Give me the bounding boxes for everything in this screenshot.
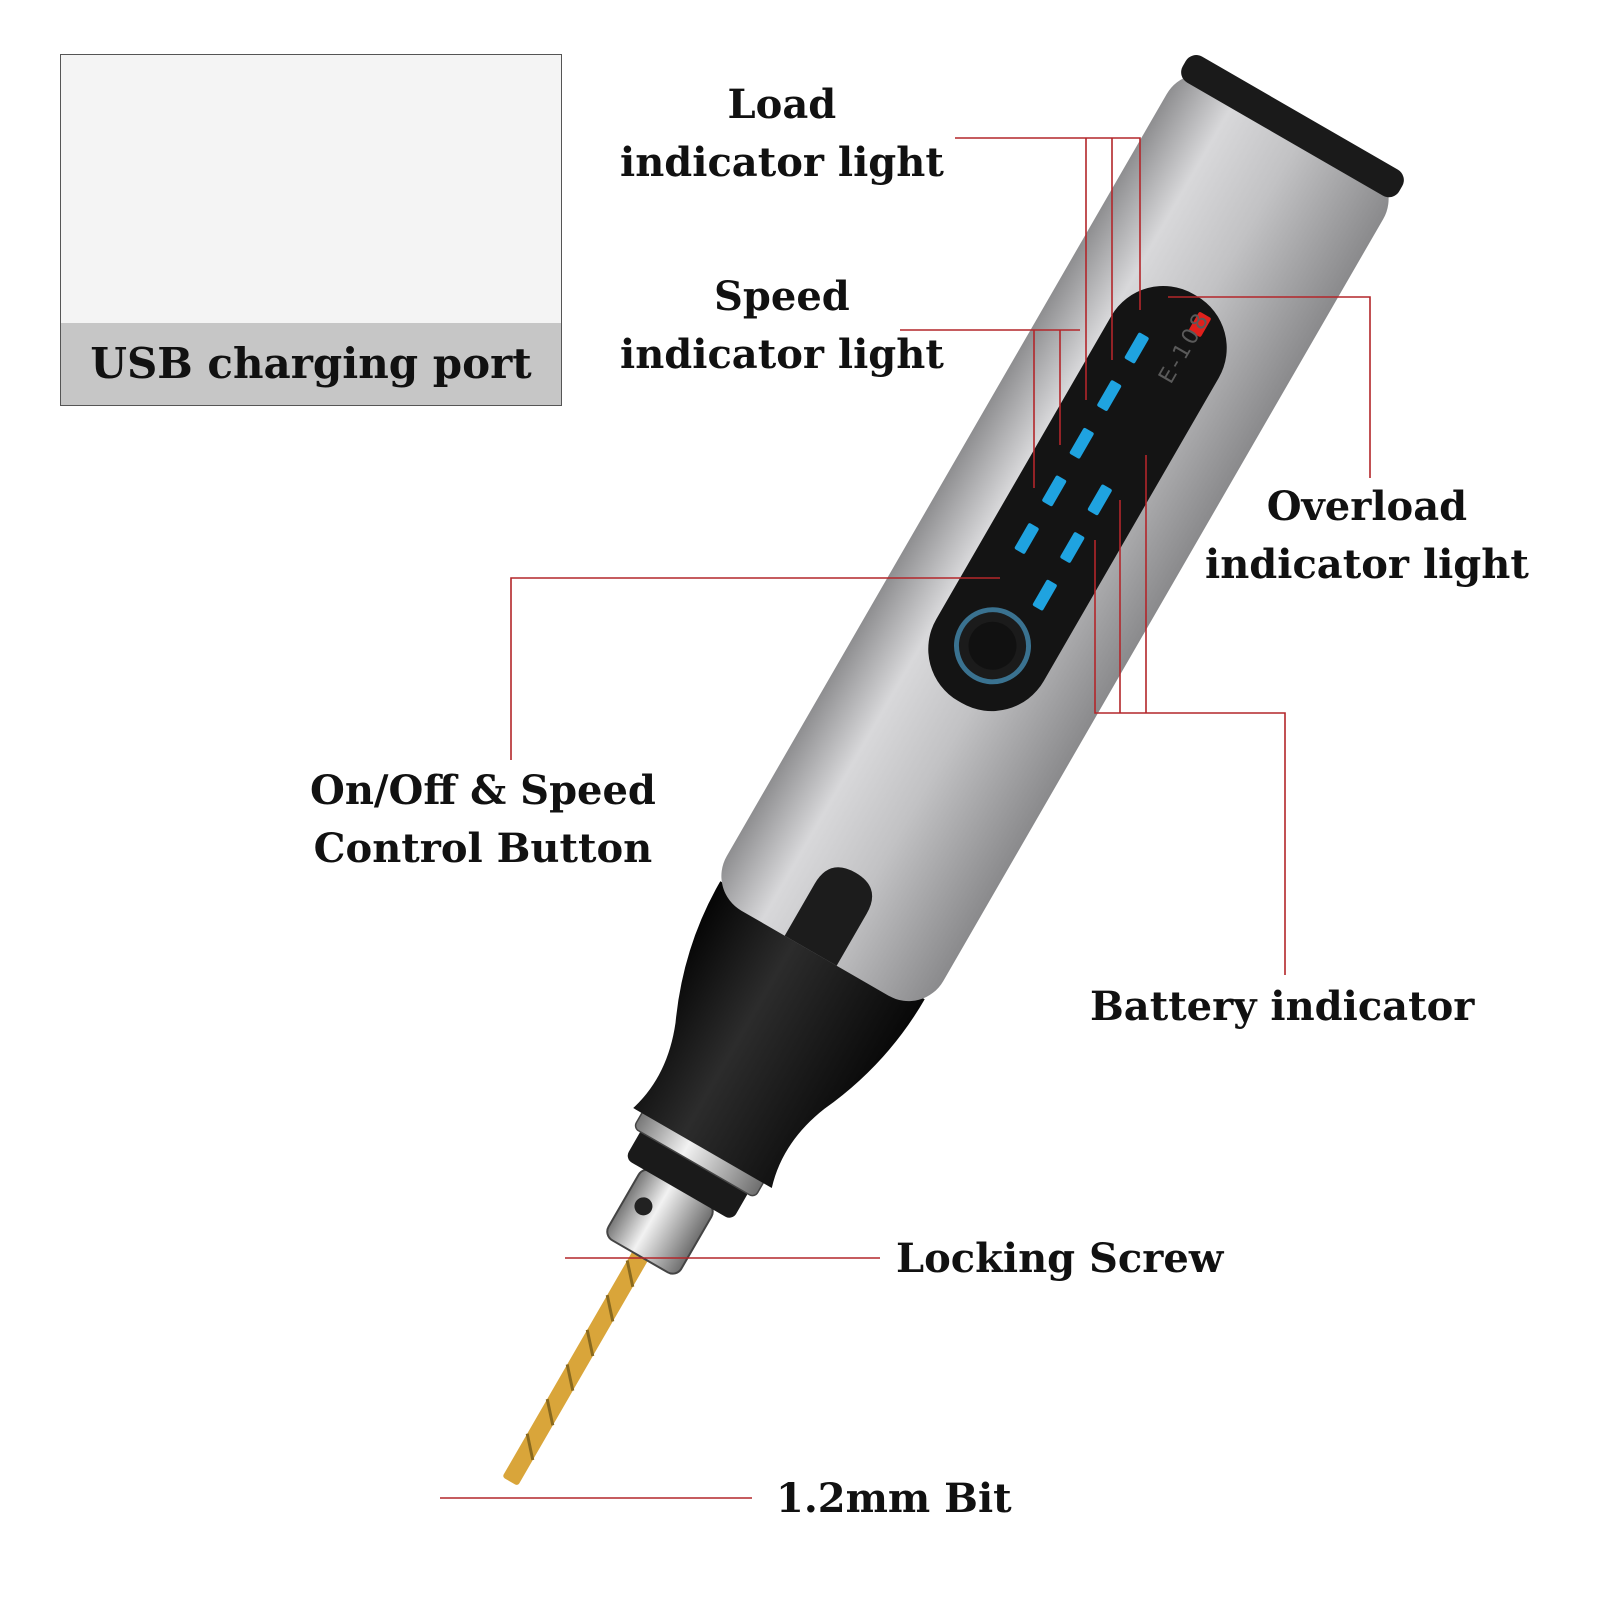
bit-label: 1.2mm Bit	[776, 1475, 1012, 1522]
overload-led	[1189, 312, 1211, 337]
battery-leds	[1032, 484, 1112, 611]
usb-port-caption: USB charging port	[61, 323, 561, 405]
callout-lines	[440, 137, 1371, 1499]
locking-screw	[634, 1197, 653, 1216]
drill-bit	[503, 1244, 652, 1485]
locking-screw-label: Locking Screw	[896, 1235, 1224, 1282]
usb-port-inset: USB charging port	[60, 54, 562, 406]
battery-indicator-label: Battery indicator	[1090, 983, 1475, 1030]
control-panel	[928, 285, 1227, 712]
speed-leds	[1014, 332, 1149, 554]
load-indicator-label: Load indicator light	[620, 81, 944, 186]
overload-indicator-label: Overload indicator light	[1205, 483, 1529, 588]
power-button-label: On/Off & Speed Control Button	[310, 767, 656, 872]
speed-indicator-label: Speed indicator light	[620, 273, 944, 378]
